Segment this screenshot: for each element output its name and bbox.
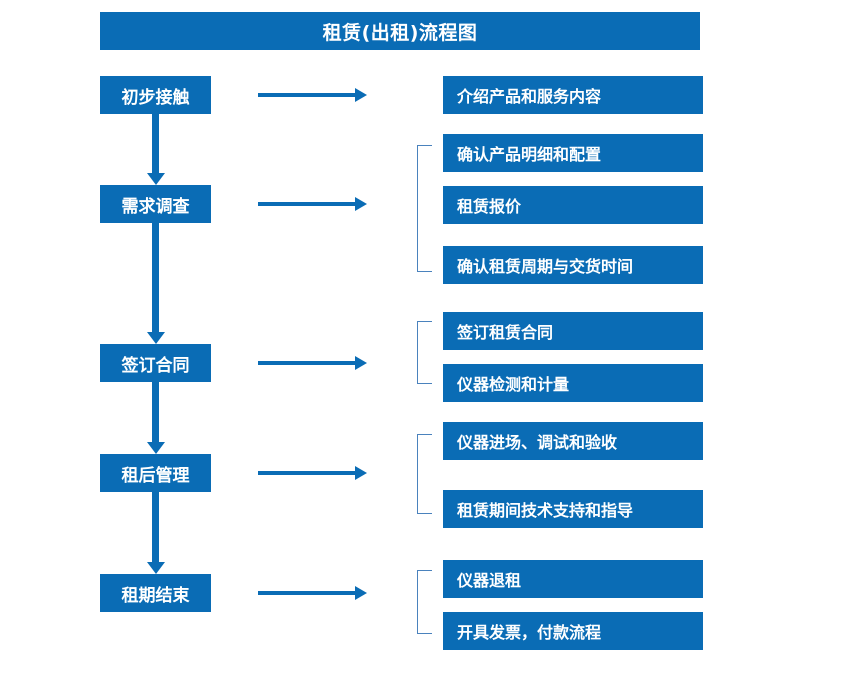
- detail-box[interactable]: 仪器检测和计量: [443, 364, 703, 402]
- detail-box[interactable]: 开具发票，付款流程: [443, 612, 703, 650]
- down-arrow-icon: [152, 492, 159, 563]
- right-arrow-icon: [258, 93, 356, 97]
- right-arrow-icon: [258, 202, 356, 206]
- detail-box[interactable]: 租赁期间技术支持和指导: [443, 490, 703, 528]
- group-bracket: [417, 145, 432, 272]
- detail-box[interactable]: 确认租赁周期与交货时间: [443, 246, 703, 284]
- right-arrow-icon: [258, 591, 356, 595]
- group-bracket: [417, 434, 432, 514]
- stage-box[interactable]: 需求调查: [100, 185, 211, 223]
- stage-box[interactable]: 租期结束: [100, 574, 211, 612]
- right-arrow-icon: [258, 471, 356, 475]
- detail-box[interactable]: 介绍产品和服务内容: [443, 76, 703, 114]
- stage-box[interactable]: 租后管理: [100, 454, 211, 492]
- flowchart-title: 租赁(出租)流程图: [100, 12, 700, 50]
- detail-box[interactable]: 签订租赁合同: [443, 312, 703, 350]
- group-bracket: [417, 570, 432, 634]
- detail-box[interactable]: 仪器进场、调试和验收: [443, 422, 703, 460]
- detail-box[interactable]: 确认产品明细和配置: [443, 134, 703, 172]
- group-bracket: [417, 321, 432, 384]
- detail-box[interactable]: 仪器退租: [443, 560, 703, 598]
- detail-box[interactable]: 租赁报价: [443, 186, 703, 224]
- stage-box[interactable]: 初步接触: [100, 76, 211, 114]
- stage-box[interactable]: 签订合同: [100, 344, 211, 382]
- down-arrow-icon: [152, 114, 159, 174]
- right-arrow-icon: [258, 361, 356, 365]
- down-arrow-icon: [152, 223, 159, 333]
- down-arrow-icon: [152, 382, 159, 443]
